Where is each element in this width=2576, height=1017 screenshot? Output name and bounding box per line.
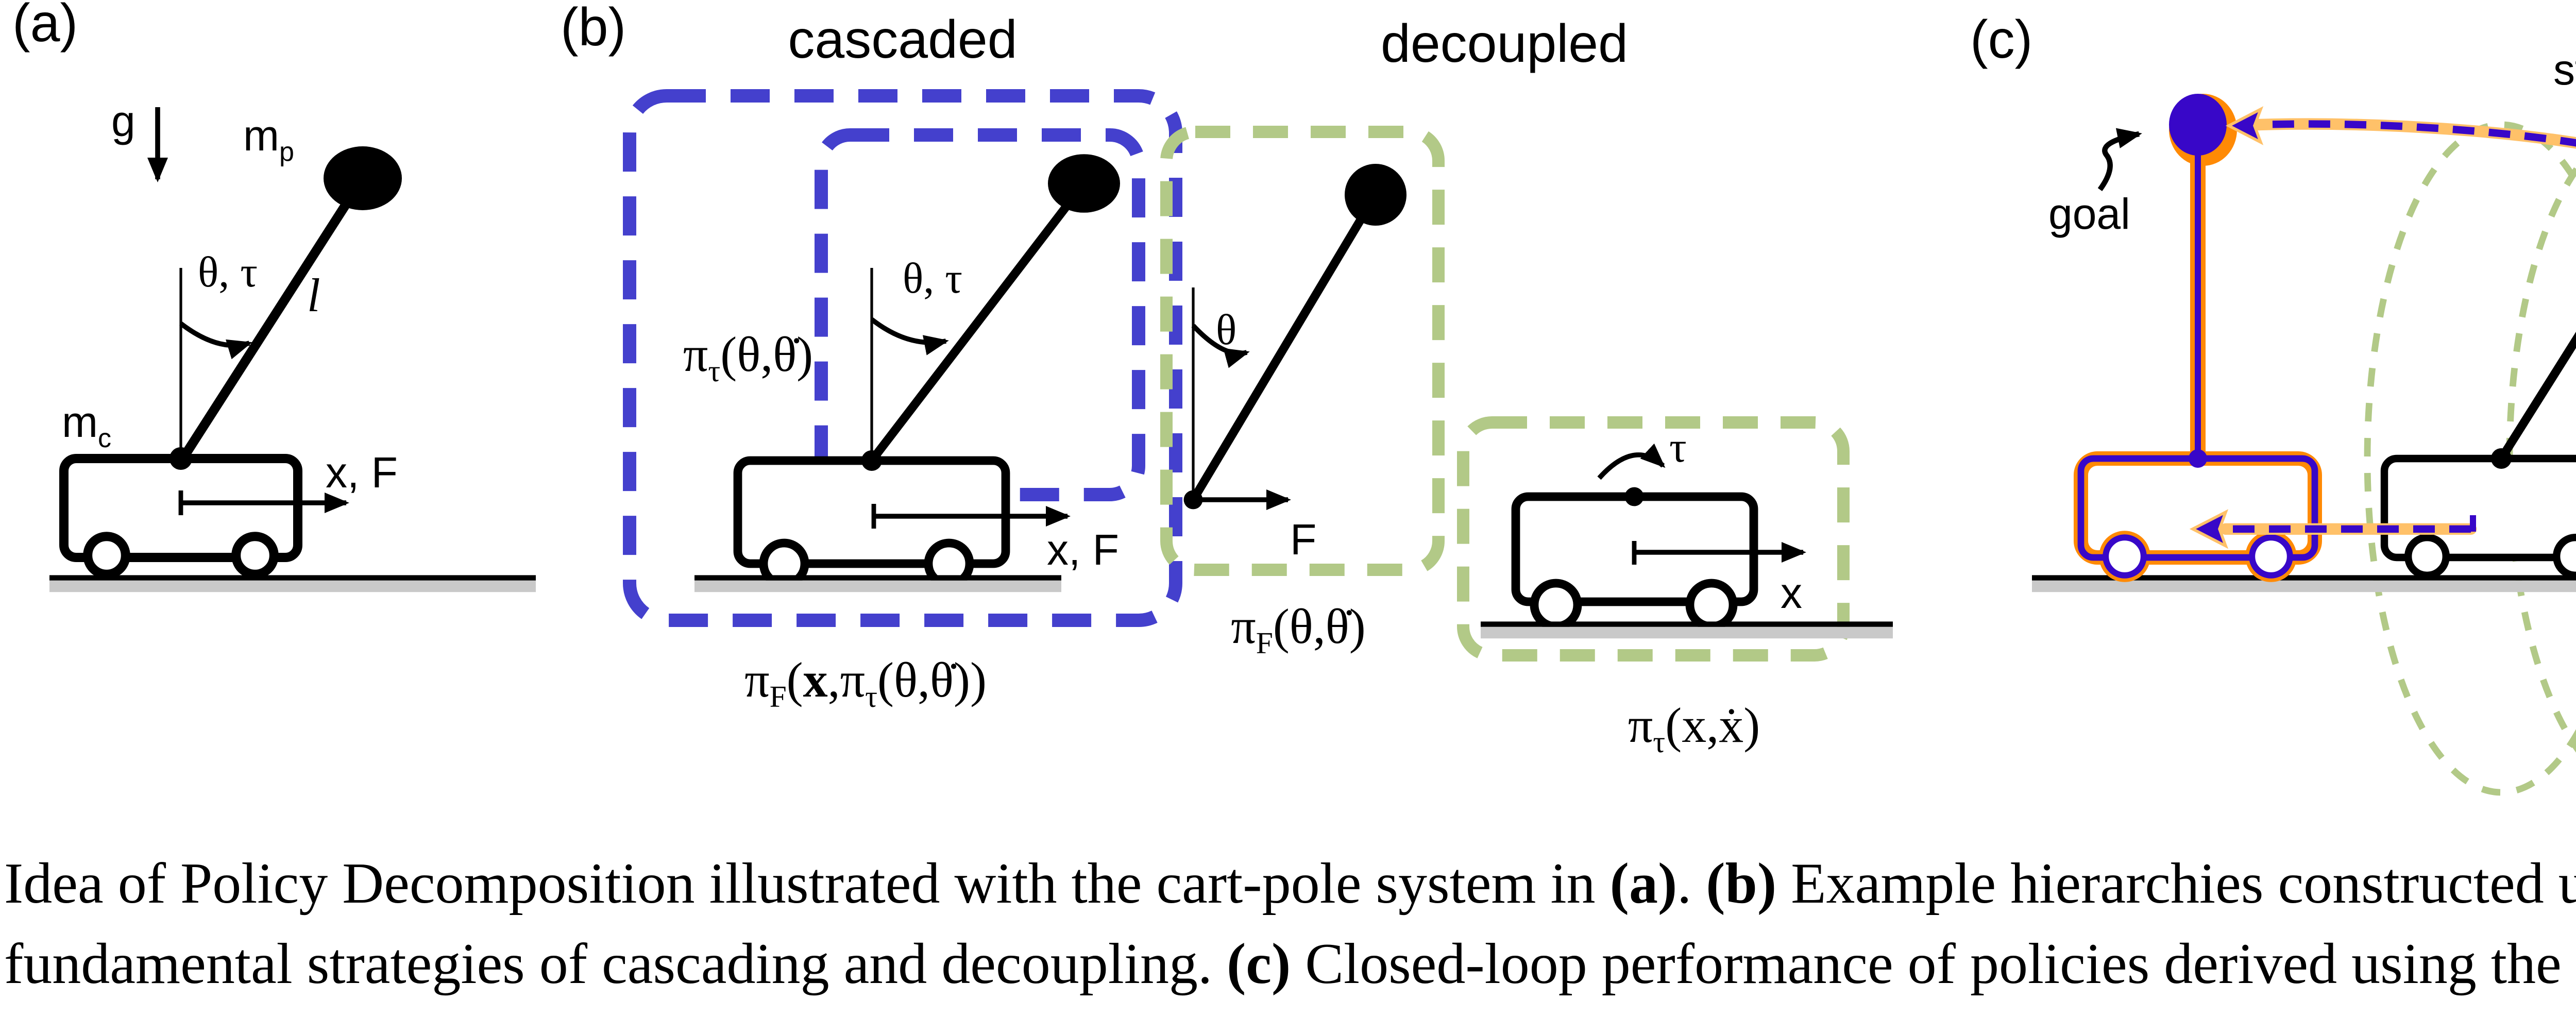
ground-shading (1481, 626, 1893, 639)
cart-pole-pivot (170, 447, 192, 470)
ground-line (694, 575, 1061, 581)
cart-wheel (2553, 534, 2576, 579)
tip-trajectory-blue-dashed (2258, 120, 2576, 147)
torque-label: τ (1669, 423, 1687, 471)
cart-trajectory-arrowhead (2189, 509, 2229, 549)
cart-wheel (1530, 579, 1582, 631)
ground-line (1481, 621, 1893, 627)
tip-trajectory-arrowhead (2225, 106, 2264, 145)
angle-arc-arrow (1191, 324, 1250, 368)
panel-b-tag: (b) (561, 0, 626, 57)
panel-a-tag: (a) (12, 0, 78, 53)
pendulum-rod (868, 180, 1088, 464)
angle-torque-label: θ, τ (903, 255, 962, 302)
pendulum-bob (324, 146, 402, 210)
panel-b-decoupled: decoupled θ F πF(θ,θ̇) τ x πτ(x,ẋ) (1160, 14, 1893, 759)
goal-wheel-blue (2249, 534, 2293, 579)
caption-line-1: Idea of Policy Decomposition illustrated… (4, 852, 2576, 916)
ground-shading (694, 580, 1061, 592)
pendulum-rod (1189, 192, 1380, 502)
angle-arc-arrow (870, 317, 949, 355)
start-label: start (2553, 45, 2576, 94)
cart-wheel (1685, 579, 1738, 631)
position-force-label: x, F (326, 448, 398, 497)
goal-wheel-blue (2103, 534, 2147, 579)
decoupled-cart-policy-label: πτ(x,ẋ) (1628, 698, 1760, 759)
panel-b-cascaded: (b) cascaded πτ(θ,θ̇) θ, τ x, F πF(x,πτ(… (561, 0, 1182, 714)
cart-pole-pivot (2491, 448, 2512, 469)
pole-mass-label: mp (243, 111, 294, 167)
cart-wheel (231, 532, 279, 579)
cart-wheel (83, 532, 130, 579)
goal-label: goal (2048, 190, 2130, 238)
caption: Idea of Policy Decomposition illustrated… (4, 852, 2576, 996)
cascaded-inner-policy-label: πτ(θ,θ̇) (683, 327, 813, 388)
panel-a: (a) g mp mc θ, τ l x, F (12, 0, 536, 592)
pendulum-rod (2497, 331, 2576, 461)
decoupled-cart-box (1457, 416, 1850, 662)
panel-c-tag: (c) (1970, 10, 2032, 70)
angle-torque-label: θ, τ (198, 248, 258, 296)
ground-line (49, 575, 536, 581)
pole-length-label: l (307, 269, 320, 321)
angle-label: θ (1216, 306, 1236, 354)
goal-pendulum-bob (2169, 94, 2227, 156)
cart-mass-label: mc (62, 398, 111, 453)
pendulum-bob (1345, 164, 1406, 226)
goal-cartpole (2074, 94, 2322, 582)
decoupled-title: decoupled (1381, 14, 1628, 74)
caption-line-2: fundamental strategies of cascading and … (4, 932, 2576, 996)
cascaded-title: cascaded (788, 10, 1017, 70)
cascaded-outer-policy-label: πF(x,πτ(θ,θ̇)) (744, 652, 987, 714)
pendulum-bob (1048, 154, 1120, 213)
panel-c: (c) (1970, 10, 2576, 796)
cart-wheel (2404, 533, 2450, 579)
cart-pole-pivot (861, 450, 882, 471)
ground-line (2032, 575, 2576, 581)
ground-shading (2032, 580, 2576, 592)
pendulum-rod (177, 176, 367, 464)
position-label: x (1781, 569, 1802, 617)
ground-shading (49, 580, 536, 592)
decoupled-pendulum-policy-label: πF(θ,θ̇) (1231, 599, 1365, 660)
position-force-label: x, F (1047, 526, 1119, 574)
angle-arc-arrow (179, 321, 252, 360)
gravity-label: g (111, 97, 135, 145)
torque-arc-arrow (1597, 443, 1666, 480)
goal-pointer-arrow (2097, 128, 2142, 192)
goal-cart-pivot (2189, 449, 2207, 468)
cascaded-and-entire-trajectories (2189, 106, 2576, 549)
cascaded-outer-box (623, 89, 1182, 627)
force-label: F (1290, 515, 1316, 564)
cart-pivot (1624, 487, 1644, 506)
